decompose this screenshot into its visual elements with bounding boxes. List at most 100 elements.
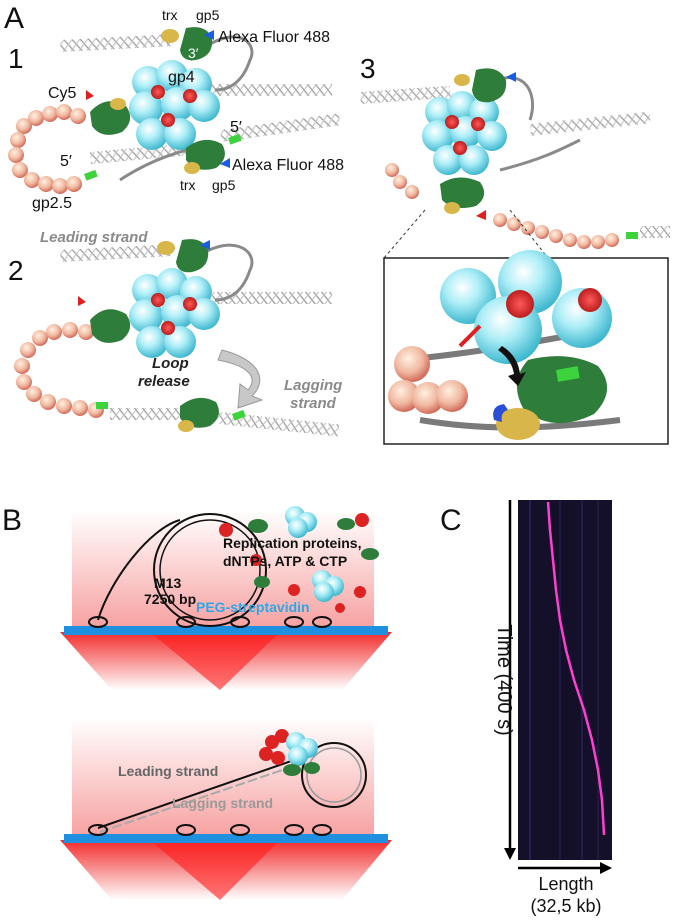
polymerase-bottom [186,139,225,170]
dna-helix [640,226,670,238]
inset-red-strand [458,324,482,348]
kymograph-image [518,500,612,860]
dna-strand [188,35,254,92]
inset-gp25 [412,382,444,414]
dna-helix [212,292,332,304]
step-label-2: 2 [8,255,24,286]
label-repl1: Replication proteins, [223,535,361,551]
step1-replisome [8,27,341,194]
alexa-marker [200,240,210,250]
cy5-marker [78,296,86,306]
label-bp: 7250 bp [144,591,196,607]
free-proteins [219,506,379,613]
primer-green [96,402,108,409]
label-gp5: gp5 [196,7,220,23]
alexa-marker [506,72,516,82]
polymerase-top [472,68,507,103]
polymerase-lagging [90,309,131,343]
label-loop: Loop [152,355,189,372]
trx-ball [444,202,460,214]
trx-ball [157,241,175,255]
primer-green [84,169,98,181]
polymerase-top [180,27,213,61]
label-5prime-b: 5′ [60,153,72,170]
alexa-marker [204,30,214,40]
step-label-1: 1 [8,43,24,74]
label-leading-b: Leading strand [118,763,218,779]
m13-tether [97,519,181,621]
label-gp25: gp2.5 [32,195,72,212]
excitation-core [150,632,280,690]
cy5-marker [86,90,94,100]
m13-circle-inner [159,519,261,621]
inset-gp25 [436,380,468,412]
panel-label-b: B [2,504,22,537]
glass-surface [64,834,388,843]
step-label-3: 3 [360,53,376,84]
zoom-guide-left [383,209,426,259]
step3-replisome [360,68,670,259]
label-lagging-b: Lagging strand [172,795,273,811]
dna-strand [499,138,581,172]
glass-surface [64,626,388,635]
label-cy5: Cy5 [48,85,77,102]
label-5prime-a: 5′ [230,119,242,136]
flowcell-bottom [60,718,392,900]
surface-anchors [88,824,332,836]
inset-trx [496,408,540,440]
inset-gp25 [388,380,420,412]
lagging-tether [99,763,301,833]
step2-replisome [14,239,340,437]
trx-ball [178,420,194,432]
label-gp4: gp4 [168,69,195,86]
trx-ball [161,29,179,43]
gp4-hexamer [129,268,220,358]
label-leading-a: Leading strand [40,229,148,246]
label-length: Length [538,874,593,894]
label-peg: PEG-streptavidin [196,599,310,615]
surface-anchors [88,616,332,628]
gp25-chain [385,163,619,249]
trx-ball [454,74,470,86]
dna-helix [530,111,651,136]
label-trx: trx [162,7,178,23]
loop-release-arrow [217,349,264,409]
dna-helix [218,412,340,437]
trx-ball [110,98,126,110]
label-alexa-top: Alexa Fluor 488 [218,29,330,46]
dna-strand [189,243,254,302]
replication-trace [546,501,606,836]
inset-gp25 [394,346,430,382]
time-arrow-head [504,848,516,860]
label-release: release [138,373,190,390]
label-time-axis: Time (400 s) [493,624,515,736]
label-repl2: dNTPs, ATP & CTP [223,553,347,569]
dna-helix [360,85,451,104]
primer-green [232,409,246,421]
label-3prime: 3′ [188,45,199,61]
panel-label-a: A [4,2,24,35]
inset-primer [556,366,580,382]
label-lagging-a1: Lagging [284,377,342,394]
inset-polymerase [516,356,608,424]
inset-blue-loop [493,404,508,422]
dna-helix [59,34,171,52]
label-alexa-bottom: Alexa Fluor 488 [232,157,344,174]
inset-red [578,288,602,312]
label-trx-bottom: trx [180,177,196,193]
primer-green [228,133,242,145]
excitation-core [150,840,280,900]
label-lagging-a2: strand [290,395,337,412]
m13-circle-inner [306,747,362,803]
gp4-hexamer [129,60,220,150]
panel-label-c: C [440,504,462,537]
gp25-chain [14,322,104,418]
gp4-hexamer [422,91,507,175]
kymograph [504,500,612,874]
dna-helix [60,244,171,262]
leading-tether [97,757,301,829]
trx-ball [184,162,200,174]
m13-circle [301,742,367,808]
polymerase-released [180,397,219,428]
